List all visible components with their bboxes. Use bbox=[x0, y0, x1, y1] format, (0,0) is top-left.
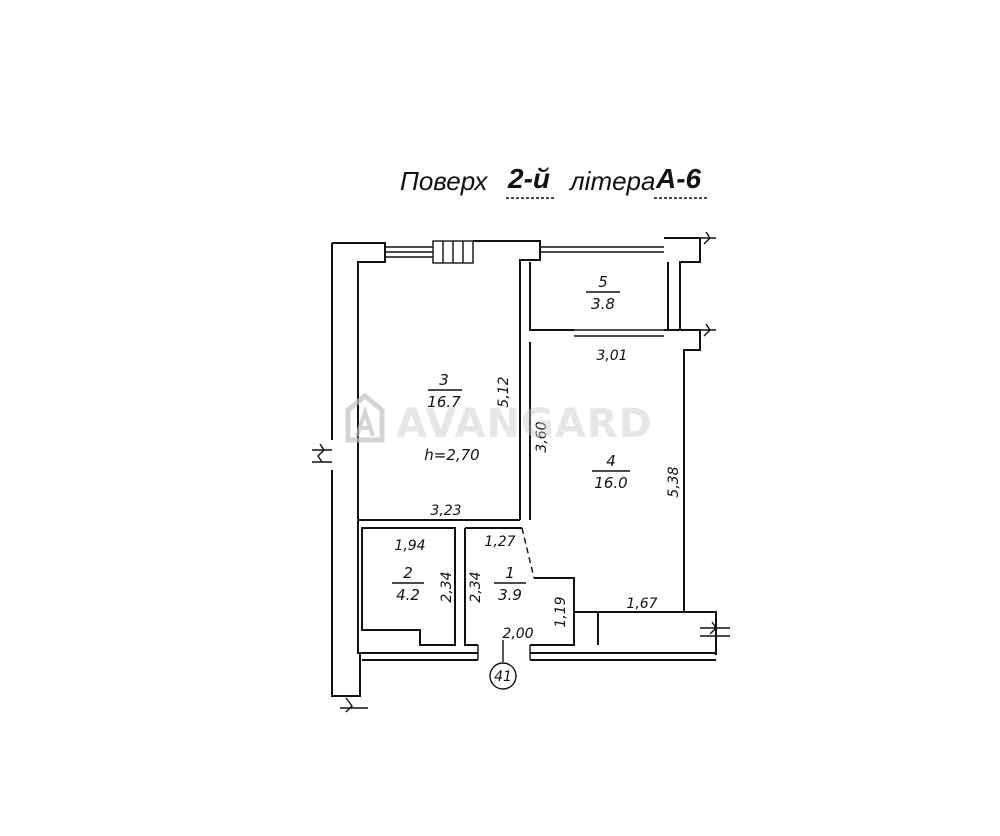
room-2-number: 2 bbox=[403, 564, 413, 582]
title-floor: 2-й bbox=[507, 163, 550, 194]
dim-room2-top: 1,94 bbox=[394, 538, 425, 554]
dim-room1-left: 2,34 bbox=[468, 571, 484, 602]
room-1: 1,27 2,34 1 3.9 1,19 2,00 bbox=[468, 534, 569, 642]
left-wall-inner bbox=[332, 242, 386, 654]
title-middle: літера bbox=[568, 166, 655, 196]
room-4: 3,01 3,60 5,38 4 16.0 1,67 bbox=[534, 348, 682, 612]
room-5-number: 5 bbox=[598, 273, 608, 291]
dim-room4-right: 5,38 bbox=[666, 466, 682, 497]
room-1-area: 3.9 bbox=[498, 586, 522, 604]
top-right-wall bbox=[664, 237, 701, 330]
wall-break-left bbox=[312, 443, 332, 463]
room1-door-swing bbox=[521, 527, 535, 579]
room5-left-wall bbox=[529, 262, 574, 331]
dim-room3-height: 5,12 bbox=[496, 376, 512, 407]
entry-marker-label: 41 bbox=[494, 669, 512, 685]
top-wall-middle bbox=[473, 240, 541, 520]
right-wall bbox=[664, 329, 701, 612]
wall-break-bottom-right bbox=[700, 621, 730, 637]
watermark: AVANGARD bbox=[345, 392, 653, 447]
wall-break-right bbox=[700, 323, 716, 337]
title-prefix: Поверх bbox=[400, 166, 488, 196]
wall-break-bottom-left bbox=[340, 697, 368, 713]
dim-room1-top: 1,27 bbox=[484, 534, 515, 550]
entry-marker-circle bbox=[489, 662, 517, 690]
dim-room1-bottom: 2,00 bbox=[502, 626, 533, 642]
room-3: 3 16.7 h=2,70 5,12 3,23 bbox=[424, 371, 512, 519]
dim-room3-width: 3,23 bbox=[430, 503, 461, 519]
room-2-area: 4.2 bbox=[396, 586, 420, 604]
dim-room1-notch: 1,19 bbox=[553, 596, 569, 627]
plan-title: Поверх 2-й літера А-6 bbox=[400, 163, 708, 199]
watermark-logo-letter bbox=[355, 405, 375, 437]
entry-marker: 41 bbox=[489, 640, 517, 690]
room-2: 1,94 2 4.2 2,34 bbox=[392, 538, 455, 604]
room-5: 5 3.8 bbox=[586, 273, 620, 313]
watermark-logo-icon bbox=[345, 392, 385, 443]
room-3-height: h=2,70 bbox=[424, 446, 479, 464]
wall-break-top-right bbox=[700, 231, 716, 245]
watermark-text: AVANGARD bbox=[396, 401, 653, 447]
room-3-area: 16.7 bbox=[427, 393, 461, 411]
left-wall-outer bbox=[331, 243, 361, 697]
bottom-right-wall bbox=[684, 611, 717, 655]
room-3-number: 3 bbox=[439, 371, 449, 389]
dim-room4-bottom: 1,67 bbox=[626, 596, 657, 612]
dim-room4-top: 3,01 bbox=[596, 348, 627, 364]
room4-bottom-left bbox=[574, 611, 599, 645]
room-4-number: 4 bbox=[606, 452, 616, 470]
dim-room2-right: 2,34 bbox=[439, 571, 455, 602]
title-letter: А-6 bbox=[655, 163, 702, 194]
room1-left-wall bbox=[464, 527, 522, 646]
dim-room4-left: 3,60 bbox=[534, 421, 550, 452]
room-1-number: 1 bbox=[505, 564, 515, 582]
room2-outline bbox=[361, 527, 456, 646]
walls bbox=[312, 231, 730, 713]
room-4-area: 16.0 bbox=[594, 474, 627, 492]
room-5-area: 3.8 bbox=[591, 295, 615, 313]
